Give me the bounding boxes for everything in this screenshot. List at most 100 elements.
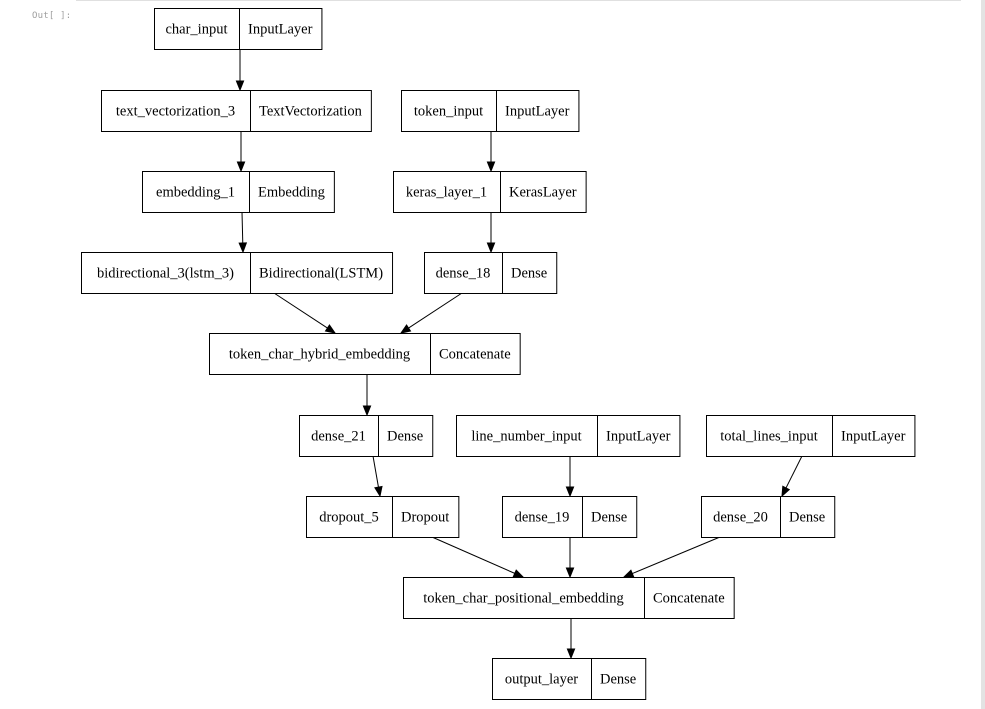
- layer-node-box: [706, 415, 916, 457]
- layer-type-label: Dense: [511, 266, 547, 282]
- edge-arrow-dense-21-to-dropout-5: [372, 455, 383, 498]
- layer-node-box: [306, 496, 460, 538]
- scrollbar-track[interactable]: [981, 0, 985, 709]
- edge-arrow-token-char-positional-embedding-to-output-layer: [566, 618, 576, 660]
- layer-name-label: dropout_5: [319, 510, 379, 526]
- layer-name-label: dense_20: [713, 510, 768, 526]
- layer-name-label: embedding_1: [156, 185, 235, 201]
- arrowhead-icon: [238, 242, 248, 254]
- edge-line: [408, 292, 463, 329]
- edge-line: [431, 536, 515, 574]
- edge-arrow-dropout-5-to-token-char-positional-embedding: [431, 536, 525, 578]
- layer-node-box: [492, 658, 647, 700]
- arrowhead-icon: [565, 567, 575, 579]
- layer-name-label: dense_19: [515, 510, 570, 526]
- layer-name-label: line_number_input: [471, 429, 581, 445]
- layer-name-label: text_vectorization_3: [116, 104, 235, 120]
- edge-arrow-dense-18-to-token-char-hybrid-embedding: [399, 292, 463, 334]
- layer-node-token-char-hybrid-embedding: token_char_hybrid_embedding Concatenate: [209, 333, 521, 375]
- arrowhead-icon: [622, 569, 635, 578]
- edge-arrow-token-char-hybrid-embedding-to-dense-21: [362, 374, 372, 417]
- edge-arrow-embedding-1-to-bidirectional-3: [238, 211, 248, 254]
- layer-name-label: token_char_hybrid_embedding: [229, 347, 410, 363]
- layer-name-label: dense_21: [311, 429, 366, 445]
- layer-node-box: [299, 415, 434, 457]
- layer-node-bidirectional-3: bidirectional_3(lstm_3) Bidirectional(LST…: [81, 252, 394, 294]
- edge-arrow-bidirectional-3-to-token-char-hybrid-embedding: [273, 292, 337, 334]
- arrowhead-icon: [362, 405, 372, 417]
- layer-name-label: output_layer: [505, 672, 578, 688]
- layer-type-label: Dense: [591, 510, 627, 526]
- layer-node-box: [81, 252, 394, 294]
- layer-type-label: InputLayer: [606, 429, 671, 445]
- edge-arrow-line-number-input-to-dense-19: [565, 456, 575, 498]
- edge-line: [241, 211, 244, 244]
- layer-name-label: token_char_positional_embedding: [423, 591, 624, 607]
- layer-name-label: total_lines_input: [720, 429, 817, 445]
- edge-arrow-keras-layer-1-to-dense-18: [486, 212, 496, 254]
- layer-type-label: Bidirectional(LSTM): [259, 266, 383, 282]
- layer-name-label: token_input: [414, 104, 483, 120]
- layer-type-label: Dense: [387, 429, 423, 445]
- layer-node-token-char-positional-embedding: token_char_positional_embedding Concatena…: [403, 577, 735, 619]
- layer-node-box: [701, 496, 836, 538]
- layer-type-label: KerasLayer: [509, 185, 577, 201]
- layer-node-total-lines-input: total_lines_input InputLayer: [706, 415, 916, 457]
- layer-type-label: Embedding: [258, 185, 325, 201]
- layer-type-label: Dense: [600, 672, 636, 688]
- layer-node-box: [401, 90, 580, 132]
- layer-name-label: dense_18: [436, 266, 491, 282]
- edge-line: [785, 455, 803, 489]
- arrowhead-icon: [512, 569, 525, 578]
- layer-node-dense-19: dense_19 Dense: [502, 496, 638, 538]
- edge-line: [632, 536, 721, 574]
- edge-arrow-dense-19-to-token-char-positional-embedding: [565, 537, 575, 579]
- layer-node-line-number-input: line_number_input InputLayer: [456, 415, 681, 457]
- layer-type-label: Concatenate: [439, 347, 511, 363]
- layer-node-box: [101, 90, 372, 132]
- arrowhead-icon: [566, 648, 576, 660]
- layer-node-embedding-1: embedding_1 Embedding: [142, 171, 335, 213]
- edge-line: [372, 455, 379, 488]
- edge-arrow-dense-20-to-token-char-positional-embedding: [622, 536, 721, 578]
- arrowhead-icon: [374, 485, 383, 498]
- layer-type-label: InputLayer: [841, 429, 906, 445]
- arrowhead-icon: [565, 486, 575, 498]
- layer-node-box: [502, 496, 638, 538]
- layer-node-box: [209, 333, 521, 375]
- edge-line: [273, 292, 328, 329]
- output-cell-top-rule: [76, 0, 961, 1]
- layer-node-box: [424, 252, 558, 294]
- layer-name-label: bidirectional_3(lstm_3): [97, 266, 234, 282]
- arrowhead-icon: [399, 324, 412, 334]
- layer-node-keras-layer-1: keras_layer_1 KerasLayer: [393, 171, 587, 213]
- arrowhead-icon: [236, 161, 246, 173]
- layer-node-box: [154, 8, 323, 50]
- edge-arrow-char-input-to-text-vectorization-3: [235, 49, 245, 92]
- layer-type-label: Dropout: [401, 510, 449, 526]
- arrowhead-icon: [486, 161, 496, 173]
- layer-node-dense-18: dense_18 Dense: [424, 252, 558, 294]
- layer-node-box: [393, 171, 587, 213]
- output-cell-prompt: Out[ ]:: [32, 11, 72, 21]
- layer-node-text-vectorization-3: text_vectorization_3 TextVectorization: [101, 90, 372, 132]
- layer-node-dense-21: dense_21 Dense: [299, 415, 434, 457]
- layer-node-dropout-5: dropout_5 Dropout: [306, 496, 460, 538]
- layer-type-label: InputLayer: [248, 22, 313, 38]
- layer-type-label: Concatenate: [653, 591, 725, 607]
- arrowhead-icon: [781, 485, 791, 498]
- layer-node-output-layer: output_layer Dense: [492, 658, 647, 700]
- layer-node-box: [142, 171, 335, 213]
- edges-layer: [235, 49, 803, 660]
- arrowhead-icon: [486, 242, 496, 254]
- edge-arrow-text-vectorization-3-to-embedding-1: [236, 131, 246, 173]
- layer-name-label: keras_layer_1: [406, 185, 487, 201]
- layer-node-box: [403, 577, 735, 619]
- layer-node-box: [456, 415, 681, 457]
- layer-type-label: TextVectorization: [259, 104, 363, 120]
